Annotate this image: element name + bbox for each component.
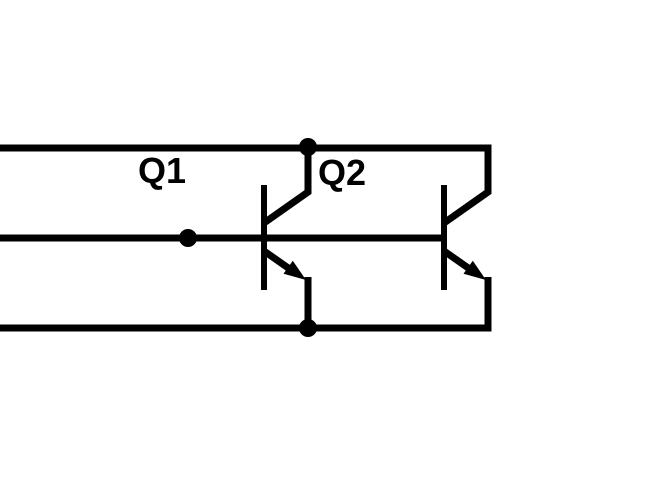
q1-emitter-arrow-icon	[283, 260, 306, 280]
junction-dot-base	[179, 229, 197, 247]
q2-collector-wire	[441, 148, 492, 226]
q1-collector-wire	[261, 148, 312, 226]
q1-label: Q1	[138, 150, 186, 191]
q2-label: Q2	[318, 152, 366, 193]
transistor-q1-symbol	[261, 148, 312, 328]
q2-emitter-arrow-icon	[463, 260, 486, 280]
junction-dot-bottom	[299, 319, 317, 337]
transistor-q2-symbol	[441, 148, 492, 328]
junction-dot-top	[299, 138, 317, 156]
